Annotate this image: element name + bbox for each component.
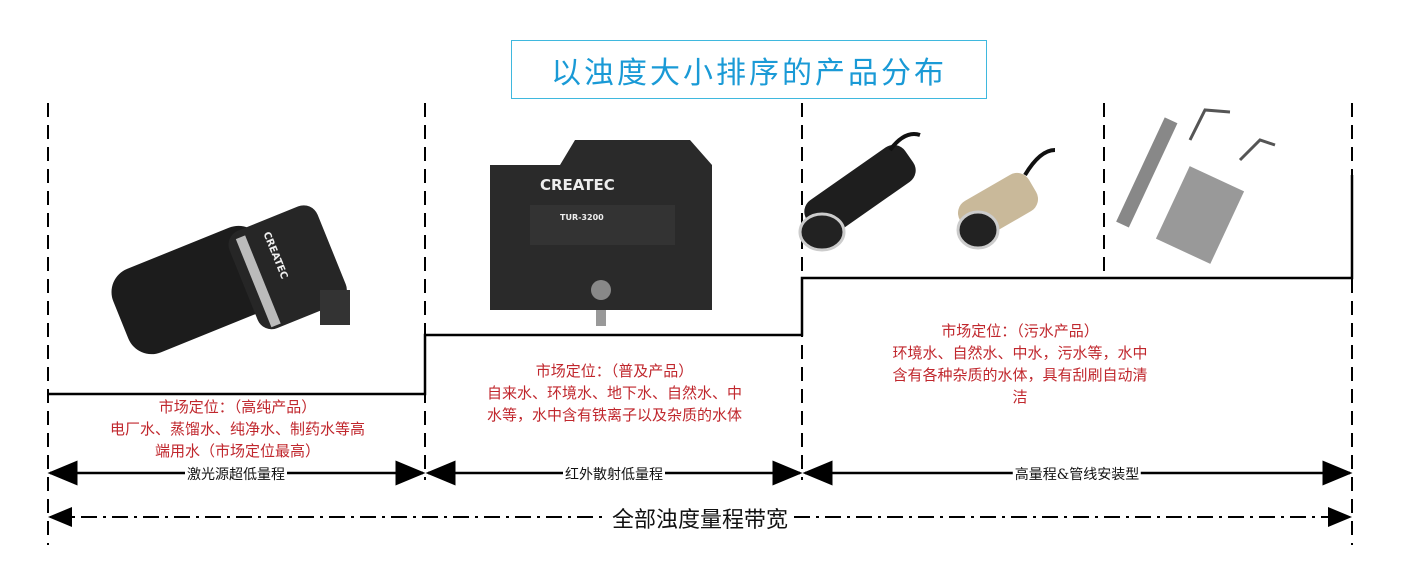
- range-label-1: 激光源超低量程: [185, 464, 287, 484]
- product-pipeline-sensor-image: [1116, 108, 1276, 264]
- segment-3-line: 洁: [1012, 388, 1028, 406]
- segment-1-line: 端用水（市场定位最高）: [154, 442, 320, 460]
- segment-1-line: 电厂水、蒸馏水、纯净水、制药水等高: [109, 420, 365, 438]
- segment-2-description: 市场定位：（普及产品） 自来水、环境水、地下水、自然水、中 水等，水中含有铁离子…: [432, 360, 797, 426]
- segment-3-positioning: 市场定位：（污水产品）: [941, 322, 1099, 340]
- analyzer-brand-logo: CREATEC: [540, 176, 615, 194]
- segment-2-line: 水等，水中含有铁离子以及杂质的水体: [486, 406, 742, 424]
- analyzer-model-logo: TUR-3200: [560, 213, 604, 222]
- range-label-2: 红外散射低量程: [563, 464, 665, 484]
- page-title: 以浊度大小排序的产品分布: [511, 40, 987, 99]
- segment-3-line: 环境水、自然水、中水，污水等，水中: [892, 344, 1148, 362]
- segment-2-line: 自来水、环境水、地下水、自然水、中: [486, 384, 742, 402]
- product-infrared-analyzer-image: [490, 140, 712, 326]
- range-label-3: 高量程&管线安装型: [1012, 464, 1142, 484]
- segment-3-line: 含有各种杂质的水体，具有刮刷自动清: [892, 366, 1148, 384]
- segment-1-positioning: 市场定位：（高纯产品）: [158, 398, 317, 416]
- segment-3-description: 市场定位：（污水产品） 环境水、自然水、中水，污水等，水中 含有各种杂质的水体，…: [850, 320, 1190, 408]
- segment-1-description: 市场定位：（高纯产品） 电厂水、蒸馏水、纯净水、制药水等高 端用水（市场定位最高…: [60, 396, 415, 462]
- full-range-label: 全部浊度量程带宽: [607, 502, 793, 534]
- product-laser-sensor-image: [111, 205, 350, 355]
- product-probe-sensor-image-2: [956, 148, 1056, 250]
- product-probe-sensor-image-1: [798, 132, 921, 252]
- segment-2-positioning: 市场定位：（普及产品）: [535, 362, 694, 380]
- turbidity-step-line: [48, 175, 1354, 396]
